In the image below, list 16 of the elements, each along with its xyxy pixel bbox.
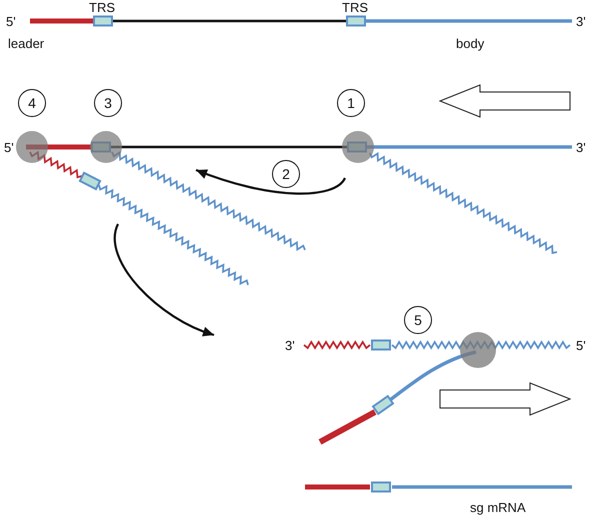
region-label: leader [8, 36, 44, 51]
step-number: 1 [337, 89, 365, 117]
trs-label: TRS [89, 0, 115, 15]
step-number: 4 [18, 89, 46, 117]
step-number: 3 [94, 89, 122, 117]
five-prime-label: 5' [576, 338, 586, 353]
product-label: sg mRNA [470, 500, 526, 515]
three-prime-label: 3' [576, 140, 586, 155]
step-number: 5 [404, 306, 432, 334]
five-prime-label: 5' [4, 140, 14, 155]
five-prime-label: 5' [6, 14, 16, 29]
region-label: body [456, 36, 484, 51]
three-prime-label: 3' [576, 14, 586, 29]
three-prime-label: 3' [285, 338, 295, 353]
trs-label: TRS [342, 0, 368, 15]
step-number: 2 [272, 160, 300, 188]
